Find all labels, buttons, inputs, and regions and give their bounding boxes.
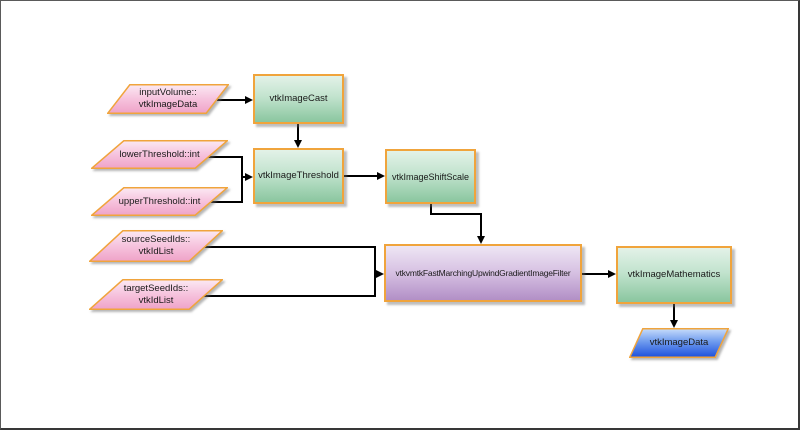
parallelogram-shape: [629, 328, 729, 358]
node-label: vtkImageData: [649, 337, 709, 348]
connector-line: [241, 156, 243, 203]
connector-line: [673, 304, 675, 322]
connector-line: [480, 213, 482, 237]
node-upper-threshold[interactable]: upperThreshold::int: [91, 187, 228, 216]
parallelogram-shape: [91, 140, 228, 169]
node-image-cast[interactable]: vtkImageCast: [253, 74, 344, 124]
connector-line: [241, 176, 247, 178]
node-image-threshold[interactable]: vtkImageThreshold: [253, 148, 344, 204]
arrowhead: [293, 140, 302, 148]
node-label: vtkImageThreshold: [258, 170, 339, 181]
node-label: vtkImageCast: [269, 93, 328, 104]
arrowhead: [245, 172, 253, 181]
parallelogram-shape: [91, 187, 228, 216]
arrowhead: [377, 171, 385, 180]
arrowhead: [608, 269, 616, 278]
node-image-shift-scale[interactable]: vtkImageShiftScale: [385, 149, 476, 204]
parallelogram-shape: [89, 279, 223, 310]
connector-line: [194, 246, 376, 248]
node-label: sourceSeedIds:: vtkIdList: [121, 234, 191, 257]
node-image-mathematics[interactable]: vtkImageMathematics: [616, 246, 732, 304]
node-target-seed-ids[interactable]: targetSeedIds:: vtkIdList: [89, 279, 223, 310]
node-label: targetSeedIds:: vtkIdList: [123, 282, 189, 306]
node-label: vtkImageMathematics: [627, 269, 721, 280]
node-label: upperThreshold::int: [118, 195, 201, 207]
node-label: vtkImageShiftScale: [391, 171, 470, 182]
connector-line: [430, 213, 482, 215]
parallelogram-shape: [89, 230, 223, 262]
connector-line: [217, 99, 247, 101]
node-label: lowerThreshold::int: [119, 148, 200, 160]
connector-line: [430, 203, 432, 215]
node-label: inputVolume:: vtkImageData: [138, 87, 198, 110]
connector-line: [297, 122, 299, 142]
arrowhead: [669, 320, 678, 328]
node-source-seed-ids[interactable]: sourceSeedIds:: vtkIdList: [89, 230, 223, 262]
connector-line: [209, 201, 243, 203]
connector-line: [374, 246, 376, 297]
arrowhead: [376, 269, 384, 278]
connector-line: [191, 295, 376, 297]
arrowhead: [476, 236, 485, 244]
node-fast-marching-filter[interactable]: vtkvmtkFastMarchingUpwindGradientImageFi…: [384, 244, 582, 302]
node-label: vtkvmtkFastMarchingUpwindGradientImageFi…: [395, 268, 571, 278]
node-input-volume[interactable]: inputVolume:: vtkImageData: [107, 84, 229, 114]
node-output-image-data[interactable]: vtkImageData: [629, 328, 729, 358]
connector-line: [207, 156, 243, 158]
arrowhead: [245, 95, 253, 104]
node-lower-threshold[interactable]: lowerThreshold::int: [91, 140, 228, 169]
connector-line: [582, 273, 610, 275]
connector-line: [344, 175, 378, 177]
parallelogram-shape: [107, 84, 229, 114]
